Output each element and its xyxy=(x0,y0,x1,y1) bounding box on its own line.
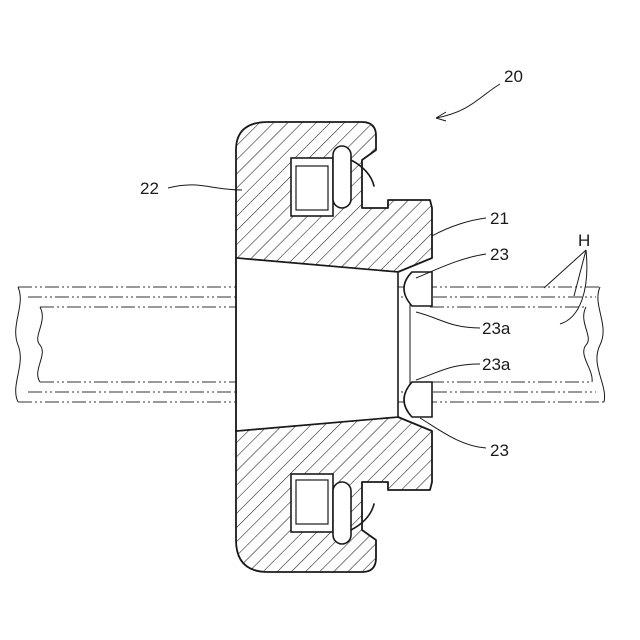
label-protrusion-bottom-tip: 23a xyxy=(482,355,511,374)
protrusion-bottom xyxy=(404,382,432,417)
label-protrusion-top: 23 xyxy=(490,245,509,264)
label-protrusion-bottom: 23 xyxy=(490,441,509,460)
label-protrusion-top-tip: 23a xyxy=(482,319,511,338)
label-inner-body: 21 xyxy=(490,209,509,228)
inner-bore xyxy=(236,258,398,431)
label-assembly: 20 xyxy=(504,67,523,86)
label-outer-body: 22 xyxy=(140,179,159,198)
label-hose: H xyxy=(578,231,590,250)
